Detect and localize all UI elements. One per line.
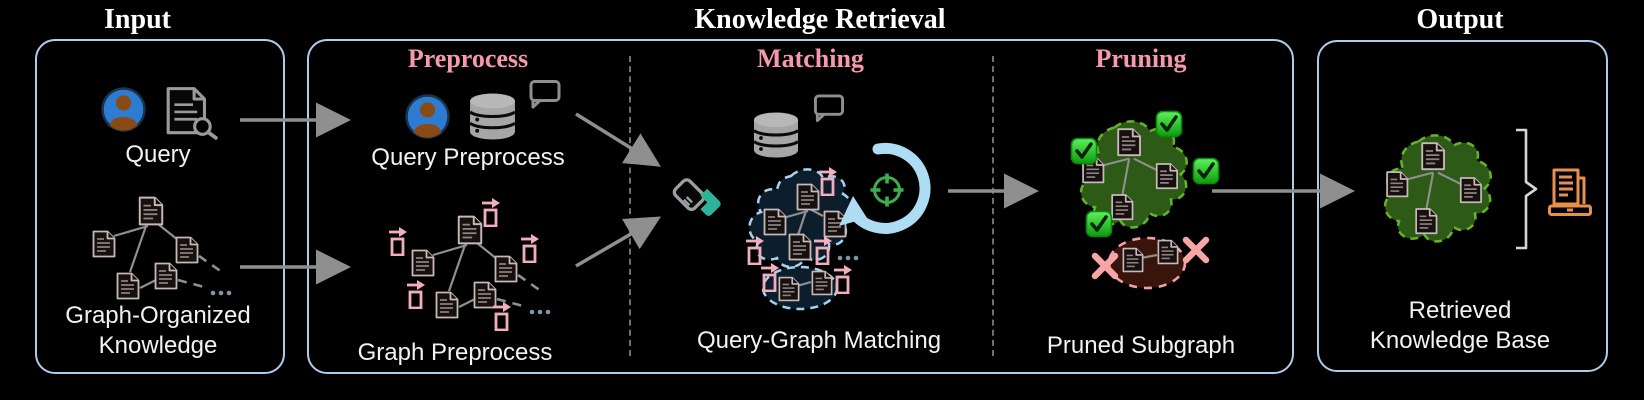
graph-organized-knowledge-label: Graph-Organized Knowledge <box>65 302 251 359</box>
knowledge-retrieval-title: Knowledge Retrieval <box>694 4 946 35</box>
retrieved-subgraph <box>1372 128 1504 256</box>
knowledge-retrieval-panel <box>307 39 1294 374</box>
database-icon <box>467 92 518 141</box>
matching-cycle-arrow-icon <box>839 142 931 234</box>
output-title: Output <box>1416 4 1504 35</box>
pruned-subgraph-label: Pruned Subgraph <box>1046 332 1236 359</box>
preprocess-section-title: Preprocess <box>407 44 529 73</box>
check-badge-icon <box>1192 157 1220 185</box>
document-node <box>778 276 800 302</box>
document-search-icon <box>163 86 219 140</box>
subgraph-blob <box>1385 135 1491 241</box>
input-title: Input <box>104 4 171 35</box>
document-node <box>788 233 812 261</box>
check-badge-icon <box>1155 110 1183 138</box>
target-icon <box>867 170 907 210</box>
database-icon <box>751 111 801 159</box>
query-preprocess-label: Query Preprocess <box>371 144 565 171</box>
check-badge-icon <box>1070 137 1098 165</box>
preprocess-knowledge-graph <box>399 215 569 340</box>
pruned-cluster <box>1085 236 1217 290</box>
document-node <box>811 270 833 296</box>
matching-section-title: Matching <box>757 44 864 73</box>
document-node <box>796 183 820 211</box>
graph-preprocess-label: Graph Preprocess <box>357 339 553 366</box>
document-node <box>763 208 787 236</box>
user-avatar-icon <box>405 94 450 139</box>
x-mark-icon <box>1186 240 1206 260</box>
query-label: Query <box>125 141 191 168</box>
kept-subgraph <box>1070 110 1220 238</box>
preprocess-matching-divider <box>629 56 631 356</box>
retrieved-knowledge-base-label: Retrieved Knowledge Base <box>1369 297 1551 354</box>
entity-tag-icon <box>760 262 780 292</box>
document-node <box>1122 247 1144 273</box>
input-panel <box>35 39 285 374</box>
entity-tag-icon <box>481 197 501 227</box>
entity-tag-icon <box>813 235 833 265</box>
reader-device-icon <box>1548 168 1592 216</box>
speech-bubble-icon <box>812 93 846 124</box>
entity-tag-icon <box>388 226 408 256</box>
entity-tag-icon <box>520 233 540 263</box>
query-graph-matching-label: Query-Graph Matching <box>696 327 942 354</box>
aggregation-bracket-icon <box>1516 128 1538 250</box>
entity-tag-icon <box>833 264 853 294</box>
speech-bubble-icon <box>528 78 562 111</box>
user-avatar-icon <box>101 87 146 132</box>
entity-tag-icon <box>406 279 426 309</box>
pruning-section-title: Pruning <box>1095 44 1187 73</box>
output-panel <box>1317 40 1608 372</box>
matching-pruning-divider <box>992 56 994 356</box>
document-node <box>1157 239 1179 265</box>
entity-tag-icon <box>492 301 512 331</box>
entity-tag-icon <box>745 235 765 265</box>
